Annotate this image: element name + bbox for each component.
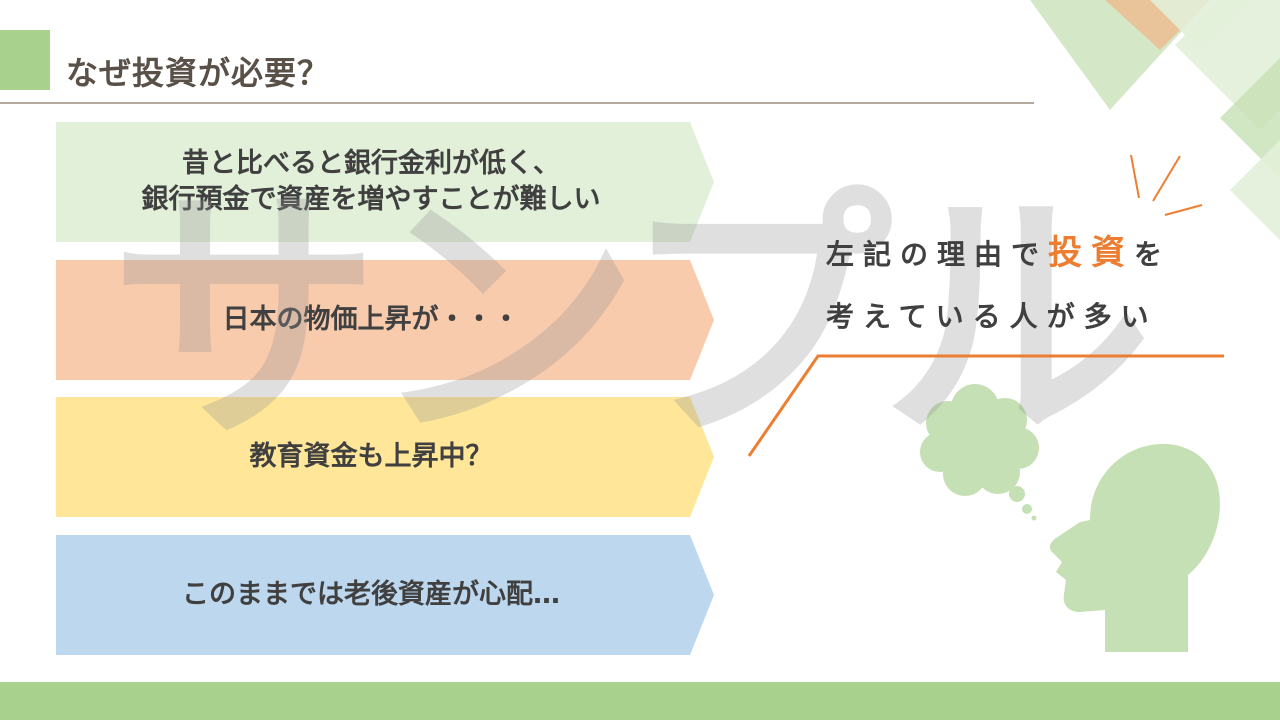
reason-bar-retirement: このままでは老後資産が心配…	[56, 535, 714, 655]
reason-text-education-costs: 教育資金も上昇中？	[249, 441, 493, 473]
reason-text-inflation: 日本の物価上昇が・・・	[222, 304, 520, 336]
reason-text-interest-rates: 昔と比べると銀行金利が低く、 銀行預金で資産を増やすことが難しい	[142, 146, 629, 217]
summary-message: 左記の理由で投資を 考えている人が多い	[826, 222, 1246, 348]
reason-text-line1: 昔と比べると銀行金利が低く、	[182, 148, 560, 180]
reason-text-retirement: このままでは老後資産が心配…	[182, 579, 560, 611]
footer-band	[0, 682, 1280, 720]
summary-line1: 左記の理由で投資を	[826, 233, 1172, 273]
reason-text-line2: 銀行預金で資産を増やすことが難しい	[141, 184, 601, 215]
reason-bar-education-costs: 教育資金も上昇中？	[56, 397, 714, 517]
title-underline	[0, 102, 1034, 104]
title-accent-block	[0, 30, 50, 90]
reason-bar-interest-rates: 昔と比べると銀行金利が低く、 銀行預金で資産を増やすことが難しい	[56, 122, 714, 242]
summary-line2: 考えている人が多い	[826, 300, 1158, 333]
page-title: なぜ投資が必要？	[66, 54, 331, 92]
highlight-keyword: 投資	[1048, 233, 1135, 273]
reason-bar-inflation: 日本の物価上昇が・・・	[56, 260, 714, 380]
